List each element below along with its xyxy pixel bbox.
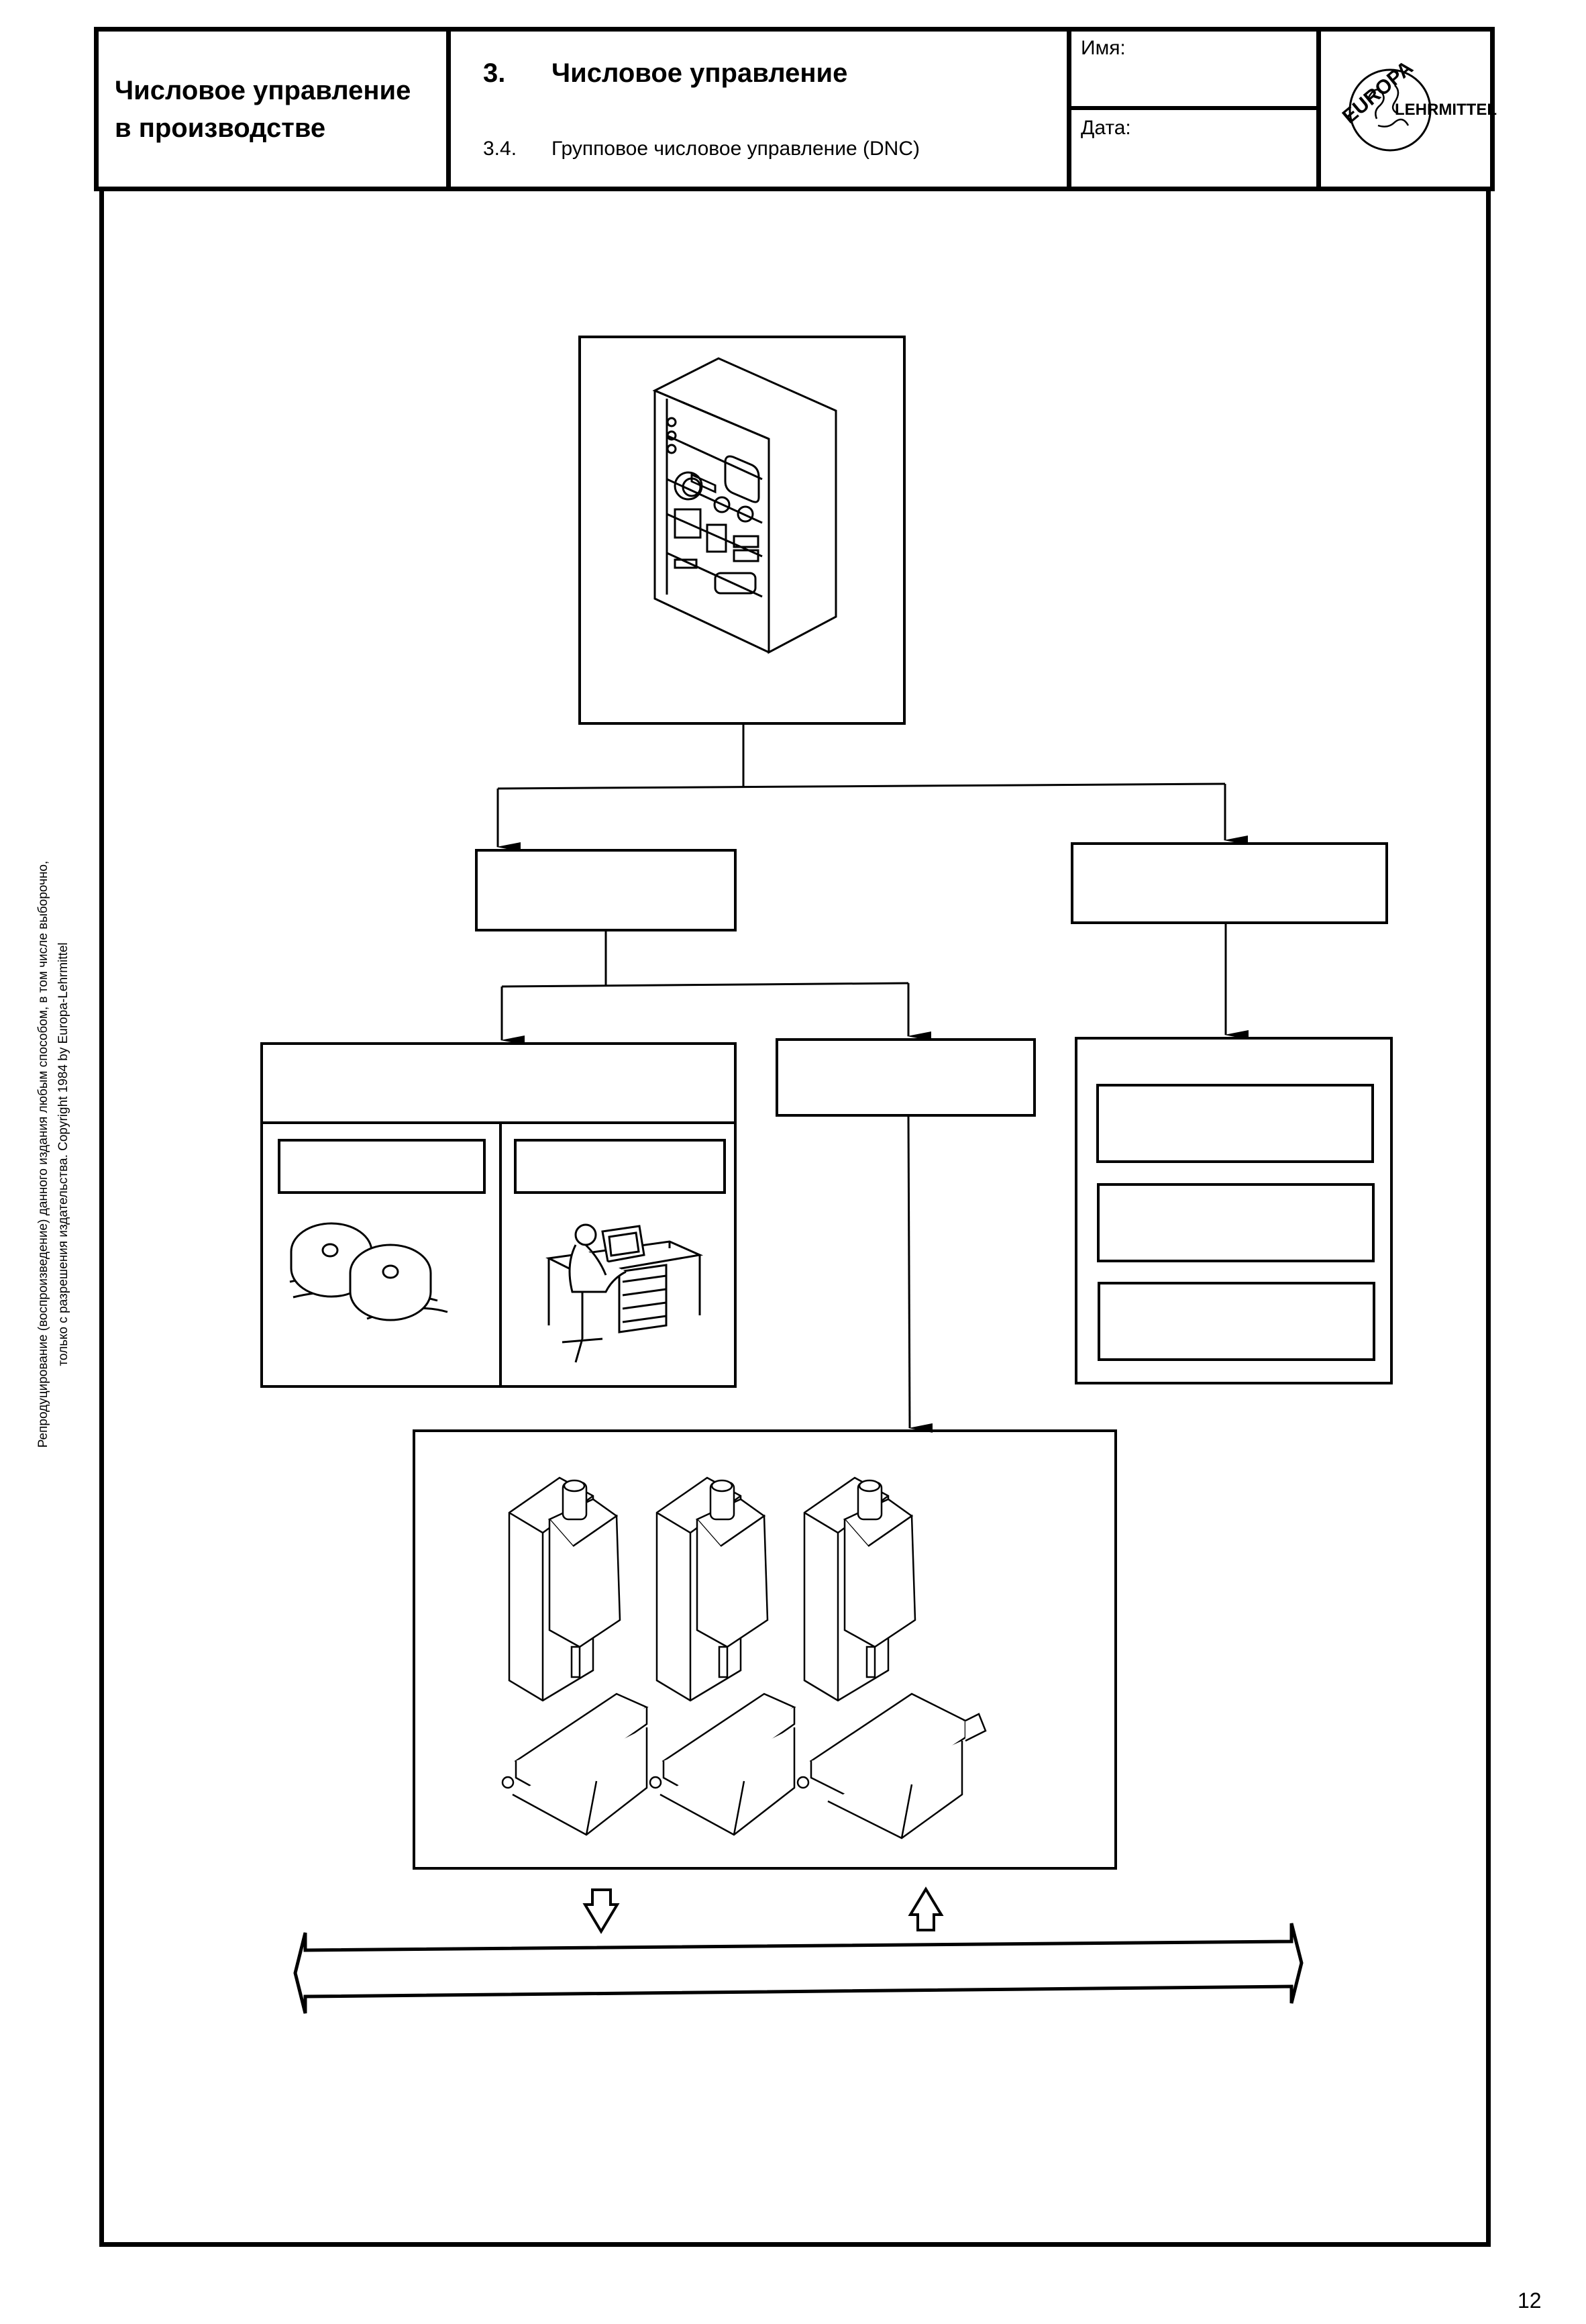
header-title-cell: 3. Числовое управление 3.4. Групповое чи… [451,32,1071,187]
copyright-line1: Репродуцирование (воспроизведение) данно… [36,860,50,1448]
level2-left-group [260,1042,737,1388]
chapter-number: 3. [483,58,506,88]
header-subject-cell: Числовое управление в производстве [99,32,451,187]
three-milling-machines-icon [501,1476,987,1839]
level2-right-item-3[interactable] [1098,1282,1375,1361]
level2-middle-box[interactable] [776,1038,1036,1117]
sidebar-copyright: Репродуцирование (воспроизведение) данно… [34,785,74,1523]
level1-left-box[interactable] [475,849,737,931]
europa-lehrmittel-logo-icon: EUROPA LEHRMITTEL [1338,56,1497,152]
chapter-title: Числовое управление [551,58,848,88]
punched-tape-reels-icon [289,1222,448,1321]
name-label: Имя: [1081,37,1126,59]
logo-side-text: LEHRMITTEL [1395,101,1497,119]
level2-left-group-header[interactable] [263,1045,734,1124]
page-number: 12 [1518,2288,1542,2313]
machines-box[interactable] [413,1429,1117,1870]
level2-right-item-2[interactable] [1097,1183,1375,1262]
date-field[interactable]: Дата: [1071,110,1316,187]
cnc-control-cabinet-icon [652,357,837,654]
header-logo-cell: EUROPA LEHRMITTEL [1321,32,1497,187]
milling-machine-3 [796,1476,987,1839]
operator-at-terminal-icon [545,1223,704,1363]
terminal-panel [502,1124,734,1385]
section-number: 3.4. [483,138,517,160]
top-box-cnc-cabinet[interactable] [578,336,906,725]
header-name-date-cell: Имя: Дата: [1071,32,1321,187]
milling-machine-1 [501,1476,649,1836]
body-frame [99,187,1491,2247]
milling-machine-2 [649,1476,796,1836]
level2-right-group [1075,1037,1393,1384]
copyright-line2: только с разрешения издательства. Copyri… [56,942,70,1366]
section-title: Групповое числовое управление (DNC) [551,138,920,160]
header-subject-line1: Числовое управление [115,76,411,105]
header-subject-line2: в производстве [115,113,326,143]
header-frame: Числовое управление в производстве 3. Чи… [94,27,1497,191]
bus-label [315,1953,1281,1986]
date-label: Дата: [1081,117,1131,139]
name-field[interactable]: Имя: [1071,32,1316,110]
terminal-panel-label-box[interactable] [514,1139,726,1194]
tape-panel [263,1124,502,1385]
level2-right-item-1[interactable] [1096,1084,1374,1163]
tape-panel-label-box[interactable] [278,1139,486,1194]
level1-right-box[interactable] [1071,842,1388,924]
